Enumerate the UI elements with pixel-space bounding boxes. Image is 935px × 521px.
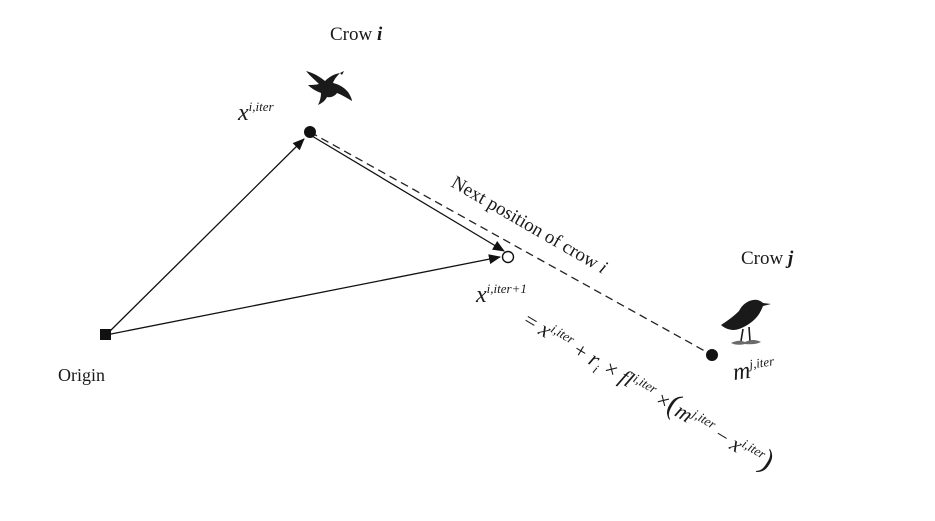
arrow-origin-to-current	[105, 138, 305, 336]
memory-label: mj,iter	[731, 353, 778, 386]
next-position-label: xi,iter+1	[475, 281, 527, 308]
memory-point	[706, 349, 718, 361]
arrow-current-to-next	[311, 135, 505, 252]
current-position-point	[304, 126, 316, 138]
current-position-label: xi,iter	[237, 99, 275, 126]
next-position-point	[501, 250, 515, 264]
crow-i-label: Crow i	[330, 24, 383, 45]
flying-crow-icon	[306, 71, 352, 105]
standing-crow-icon	[721, 299, 771, 345]
origin-label: Origin	[58, 365, 105, 385]
arrow-origin-to-next	[105, 254, 501, 336]
dashed-line-to-memory	[309, 131, 713, 356]
crow-j-label: Crow j	[741, 248, 794, 269]
origin-marker	[100, 329, 111, 340]
